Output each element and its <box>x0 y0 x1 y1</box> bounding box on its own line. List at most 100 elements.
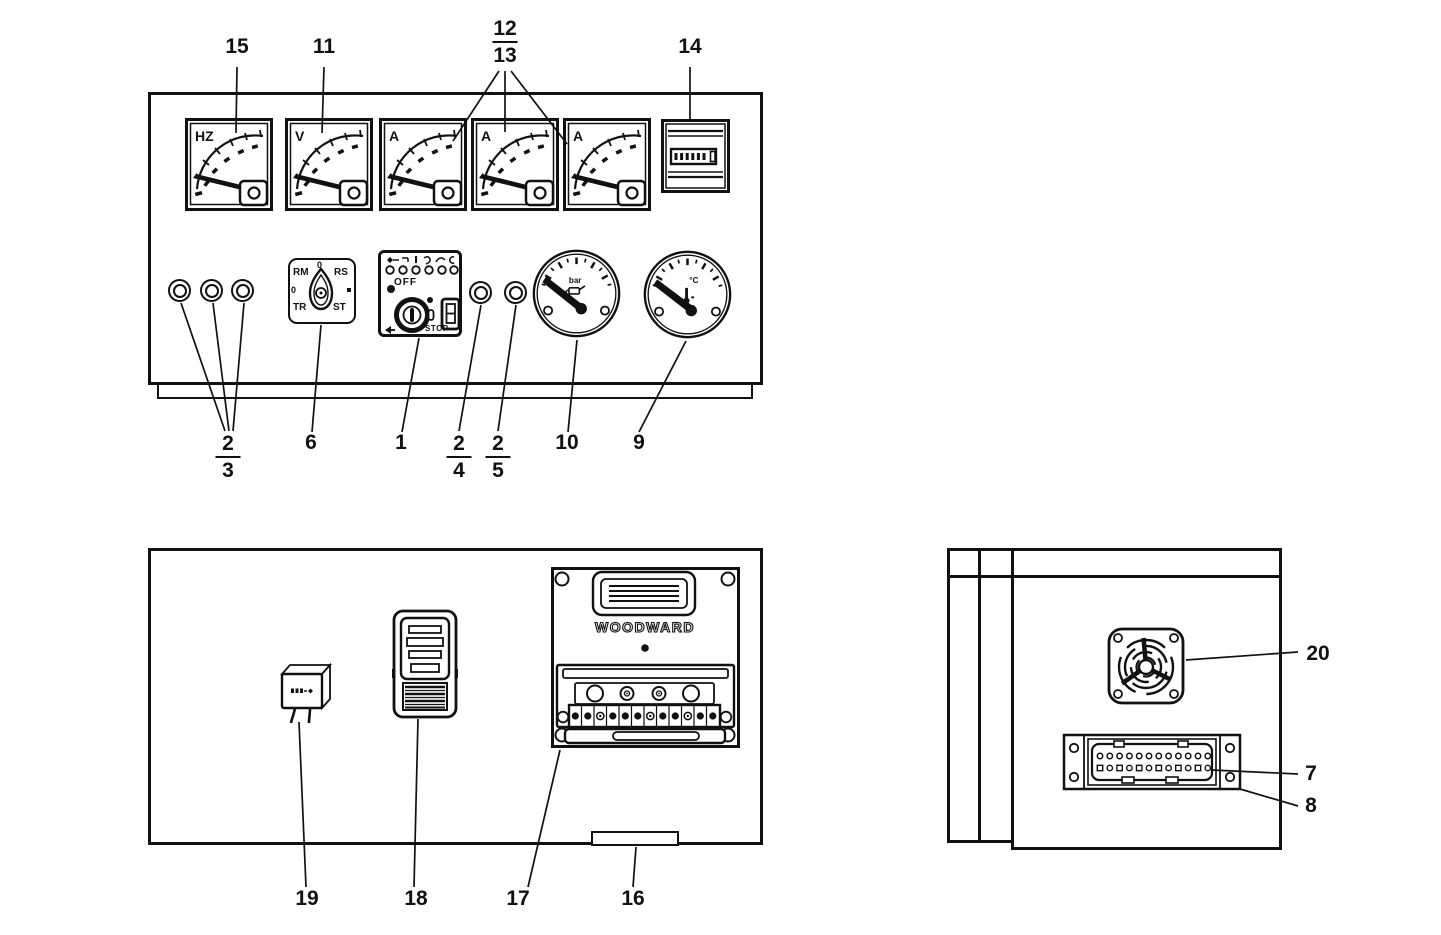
woodward-brand-label: WOODWARD <box>594 618 695 635</box>
meter-unit-label: A <box>481 128 491 144</box>
rotary-label-rm: RM <box>293 267 309 278</box>
heatsink-fins <box>405 685 445 709</box>
regulator-component <box>392 609 458 719</box>
pressure-gauge-face: bar <box>532 249 621 338</box>
frame-screws <box>1068 742 1236 783</box>
meter-ammeter-1: A <box>379 118 467 211</box>
callout-19: 19 <box>295 887 319 910</box>
callout-12: 12 <box>493 17 517 40</box>
indicator-lamp-1 <box>168 279 191 302</box>
callout-2-4: 2 4 <box>446 432 472 483</box>
temperature-gauge: °C <box>642 249 733 340</box>
meter-face: A <box>383 122 463 207</box>
bottom-rail <box>563 727 727 745</box>
callout-17: 17 <box>506 887 530 910</box>
rotary-label-tr: TR <box>293 302 307 313</box>
callout-14: 14 <box>678 35 702 58</box>
adjustment-pots <box>586 684 700 703</box>
connector-pins-row-1 <box>1096 752 1212 760</box>
fan-hub <box>1137 658 1155 676</box>
callout-1: 1 <box>395 431 407 454</box>
callout-18: 18 <box>404 887 428 910</box>
wire-lead <box>289 707 297 724</box>
callout-4: 4 <box>453 459 465 483</box>
callout-20: 20 <box>1306 642 1330 665</box>
meter-unit-label: A <box>573 128 583 144</box>
diode-component <box>279 662 335 726</box>
key-panel-off-label: OFF <box>394 277 417 288</box>
meter-face: V <box>289 122 369 207</box>
indicator-lamp-2 <box>200 279 223 302</box>
fan-spokes <box>1120 637 1172 686</box>
callout-2: 2 <box>222 432 234 455</box>
fraction-bar <box>446 456 472 459</box>
meter-ammeter-3: A <box>563 118 651 211</box>
vent-slots <box>406 625 444 673</box>
multipin-connector-assembly <box>1062 731 1242 795</box>
fraction-bar <box>492 41 518 44</box>
key-panel-stop-label: STOP <box>425 324 449 333</box>
meter-voltage: V <box>285 118 373 211</box>
callout-13: 13 <box>493 44 517 68</box>
meter-face: A <box>567 122 647 207</box>
connector-pins-row-2 <box>1096 764 1212 772</box>
rotary-label-0-left: 0 <box>291 285 297 295</box>
callout-2-5: 2 5 <box>485 432 511 483</box>
rotary-selector-switch <box>288 258 356 324</box>
gauge-needle <box>653 279 696 315</box>
key-start-panel <box>378 250 462 337</box>
callout-8: 8 <box>1305 794 1317 817</box>
scale-figures <box>194 144 259 197</box>
indicator-lamp-4 <box>469 281 492 304</box>
controller-graphics <box>554 570 736 745</box>
front-panel-base-strip <box>157 383 753 399</box>
connector-body <box>1090 742 1214 782</box>
wire-lead <box>307 707 312 724</box>
meter-unit-label: HZ <box>195 128 214 144</box>
callout-12-13: 12 13 <box>492 17 518 68</box>
alarm-led <box>387 285 395 293</box>
terminal-screws <box>571 711 717 721</box>
cooling-fan <box>1106 626 1186 706</box>
rotary-label-rs: RS <box>334 267 348 278</box>
gauge-needle <box>542 276 585 313</box>
woodward-controller <box>551 567 740 748</box>
rotary-label-0-top: 0 <box>317 260 323 270</box>
status-leds <box>385 265 459 275</box>
temperature-gauge-face: °C <box>643 250 732 339</box>
callout-7: 7 <box>1305 762 1317 785</box>
callout-5: 5 <box>492 459 504 483</box>
fan-guard <box>1117 638 1175 696</box>
rotary-knob <box>308 267 351 311</box>
vent-grille <box>591 570 697 617</box>
oil-pressure-gauge: bar <box>531 248 622 339</box>
callout-3: 3 <box>222 459 234 483</box>
hour-counter <box>661 119 730 193</box>
indicator-lamp-3 <box>231 279 254 302</box>
corner-glyph <box>385 326 395 334</box>
callout-2: 2 <box>492 432 504 455</box>
mounting-rail <box>591 831 679 846</box>
digit-window <box>669 147 718 166</box>
callout-2-3: 2 3 <box>215 432 241 483</box>
fraction-bar <box>215 456 241 459</box>
meter-face: A <box>475 122 555 207</box>
fraction-bar <box>485 456 511 459</box>
side-box-flange-divider <box>978 551 981 840</box>
digits <box>674 153 706 160</box>
callout-10: 10 <box>555 431 579 454</box>
meter-frequency: HZ <box>185 118 273 211</box>
callout-2: 2 <box>453 432 465 455</box>
fan-mount-holes <box>1113 633 1179 699</box>
gauge-ticks <box>541 257 612 286</box>
callout-9: 9 <box>633 431 645 454</box>
callout-11: 11 <box>312 35 336 58</box>
key-panel-graphics <box>385 255 459 334</box>
mode-icons <box>387 255 455 265</box>
indicator-lamp-5 <box>504 281 527 304</box>
meter-unit-label: A <box>389 128 399 144</box>
temperature-unit-label: °C <box>689 276 698 285</box>
component-label <box>291 688 313 694</box>
side-box-top-band <box>949 575 1279 578</box>
